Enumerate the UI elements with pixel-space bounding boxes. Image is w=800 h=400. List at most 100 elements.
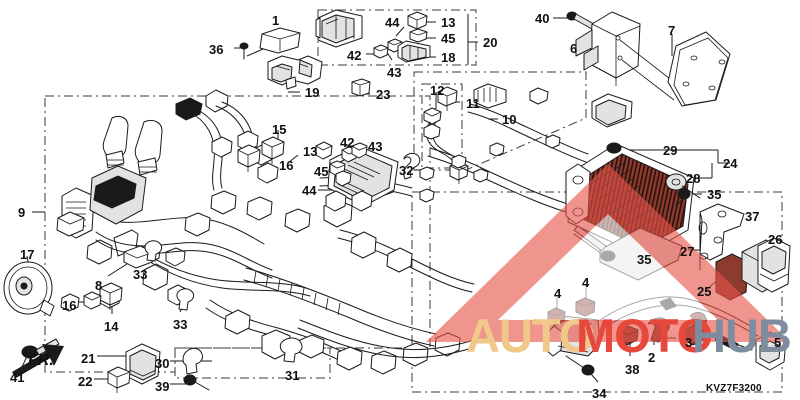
part-15-connector	[261, 136, 285, 164]
callout-number-28: 28	[686, 171, 701, 186]
callout-number-31: 31	[285, 368, 300, 383]
part-31-clip	[279, 337, 303, 363]
callout-number-35: 35	[637, 252, 652, 267]
callout-number-2: 2	[648, 350, 656, 365]
callout-number-33: 33	[133, 267, 148, 282]
callout-number-5: 5	[774, 335, 782, 350]
watermark-auto: AUTO	[466, 309, 595, 362]
callout-number-35: 35	[707, 187, 722, 202]
part-21-relay	[125, 343, 161, 385]
part-39-bolt	[183, 374, 210, 391]
callout-number-4: 4	[554, 286, 562, 301]
callout-number-14: 14	[104, 319, 119, 334]
callout-number-8: 8	[95, 278, 103, 293]
callout-number-37: 37	[745, 209, 760, 224]
callout-number-30: 30	[155, 356, 170, 371]
callout-number-15: 15	[272, 122, 287, 137]
part-16-connector-a	[237, 144, 261, 172]
part-44-top-connector	[315, 9, 363, 48]
part-11-connector	[437, 86, 458, 111]
diagram-code: KVZ7F3200	[706, 383, 762, 394]
callout-number-40: 40	[535, 11, 550, 26]
part-18-connector	[397, 40, 431, 63]
watermark-moto: MOTO	[576, 309, 713, 362]
callout-number-45: 45	[314, 164, 329, 179]
part-29-collar	[606, 142, 622, 154]
callout-number-17: 17	[20, 247, 35, 262]
part-1-relay	[259, 27, 301, 54]
callout-number-24: 24	[723, 156, 738, 171]
watermark-hub: HUB	[692, 309, 792, 362]
callout-number-1: 1	[272, 13, 280, 28]
part-32-terminal	[403, 152, 421, 180]
group-box-20	[317, 9, 477, 66]
callout-number-4: 4	[582, 275, 590, 290]
part-fuse-box-assembly	[325, 145, 399, 212]
callout-number-7: 7	[668, 23, 676, 38]
callout-number-36: 36	[209, 42, 224, 57]
callout-number-16: 16	[279, 158, 294, 173]
callout-number-18: 18	[441, 50, 456, 65]
callout-number-43: 43	[387, 65, 402, 80]
front-direction-arrow	[12, 344, 64, 378]
part-40-bolt	[566, 11, 595, 30]
part-23-connector	[351, 78, 371, 97]
part-27-stay	[698, 203, 745, 261]
callout-number-10: 10	[502, 112, 517, 127]
callout-number-6: 6	[570, 41, 578, 56]
callout-number-44: 44	[302, 183, 317, 198]
part-17-horn	[3, 261, 55, 317]
callout-number-43: 43	[368, 139, 383, 154]
front-direction-label: FR.	[28, 352, 54, 369]
callout-number-23: 23	[376, 87, 391, 102]
callout-number-29: 29	[663, 143, 678, 158]
callout-number-11: 11	[466, 96, 480, 111]
callout-number-45: 45	[441, 31, 456, 46]
callout-number-38: 38	[625, 362, 640, 377]
callout-number-26: 26	[768, 232, 783, 247]
callout-number-42: 42	[340, 135, 355, 150]
part-33-clip-a	[144, 240, 163, 262]
group-box-main-harness-9	[44, 95, 431, 373]
part-26-connector	[757, 237, 791, 293]
part-42-terminal-a	[373, 44, 389, 59]
callout-number-20: 20	[483, 35, 498, 50]
group-box-lower-right	[411, 191, 783, 393]
part-19-holder	[267, 55, 323, 90]
callout-number-22: 22	[78, 374, 93, 389]
callout-number-21: 21	[81, 351, 96, 366]
part-9-main-wire-harness	[56, 89, 475, 375]
part-14-connector	[99, 282, 123, 310]
part-7-cover	[667, 31, 731, 107]
callout-number-25: 25	[697, 284, 712, 299]
part-12-connector	[423, 107, 442, 125]
group-box-12	[421, 83, 463, 169]
callout-number-34: 34	[592, 386, 607, 400]
callout-number-41: 41	[10, 370, 25, 385]
callout-number-32: 32	[399, 163, 414, 178]
part-16-connector-b	[83, 291, 102, 310]
part-22-connector	[107, 366, 131, 393]
callout-number-16: 16	[62, 298, 77, 313]
part-35-bolt-a	[675, 188, 691, 206]
callout-number-44: 44	[385, 15, 400, 30]
part-45-terminal-a	[409, 28, 428, 43]
part-13-connector-a	[407, 11, 428, 30]
callout-number-19: 19	[305, 85, 320, 100]
callout-number-42: 42	[347, 48, 362, 63]
part-44-terminal-b	[335, 170, 352, 187]
callout-number-13: 13	[441, 15, 456, 30]
part-13-connector-b	[315, 141, 333, 160]
callout-number-9: 9	[18, 205, 26, 220]
part-33-clip-b	[176, 288, 195, 311]
part-36-bolt	[239, 42, 249, 60]
callout-number-13: 13	[303, 144, 318, 159]
callout-number-12: 12	[430, 83, 445, 98]
warning-triangle-watermark	[426, 164, 790, 342]
part-30-clamp	[182, 347, 203, 375]
callout-number-3: 3	[685, 335, 693, 350]
callout-number-33: 33	[173, 317, 188, 332]
part-6-ignition-unit	[575, 11, 675, 101]
